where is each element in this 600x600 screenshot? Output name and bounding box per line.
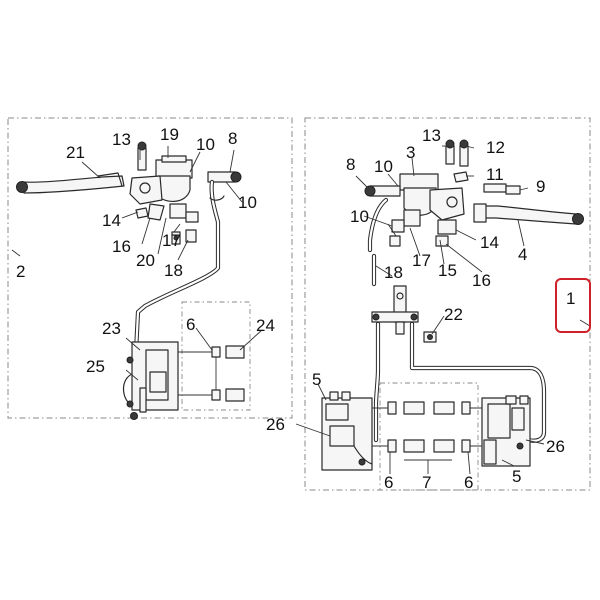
callout-17-left: 17 (162, 231, 181, 250)
callout-19: 19 (160, 125, 179, 144)
callout-10-left-upper: 10 (196, 135, 215, 154)
callout-4: 4 (518, 245, 527, 264)
right-bolts-12-13 (445, 139, 469, 167)
right-bleeder-22 (423, 331, 437, 343)
right-switch-9-11 (453, 171, 521, 195)
callout-6-bottom-right: 6 (464, 473, 473, 492)
callout-14-right: 14 (480, 233, 499, 252)
callout-8-left: 8 (228, 129, 237, 148)
callout-5-left: 5 (312, 370, 321, 389)
callout-23: 23 (102, 319, 121, 338)
right-brake-lever (473, 203, 584, 225)
callout-16-right: 16 (472, 271, 491, 290)
callout-7: 7 (422, 473, 431, 492)
callout-16-left: 16 (112, 237, 131, 256)
callout-20: 20 (136, 251, 155, 270)
right-bolt-set-7 (372, 401, 482, 453)
callout-10-right-upper: 10 (374, 157, 393, 176)
front-right-caliper (481, 395, 531, 467)
left-master-cylinder (129, 155, 193, 221)
leader-lines (11, 145, 591, 475)
callout-24: 24 (256, 316, 275, 335)
callout-25: 25 (86, 357, 105, 376)
right-small-parts-14-16-17 (389, 219, 449, 247)
left-caliper-dashbox (181, 301, 251, 411)
right-master-cylinder (399, 173, 465, 235)
callout-12: 12 (486, 138, 505, 157)
callout-17-right: 17 (412, 251, 431, 270)
left-brake-lever (16, 172, 125, 194)
right-bolt-dashbox (379, 382, 479, 491)
callout-21: 21 (66, 143, 85, 162)
callout-18-right: 18 (384, 263, 403, 282)
callout-9: 9 (536, 177, 545, 196)
callout-11: 11 (486, 165, 504, 184)
right-hose-splitter (371, 285, 419, 335)
callout-3: 3 (406, 143, 415, 162)
callout-13-left: 13 (112, 130, 131, 149)
callout-1: 1 (566, 289, 575, 308)
left-brake-caliper (122, 341, 179, 420)
callout-10-left-lower: 10 (238, 193, 257, 212)
callout-26-left: 26 (266, 415, 285, 434)
callout-26-right: 26 (546, 437, 565, 456)
callout-6-left: 6 (186, 315, 195, 334)
right-banjo-bolt-8 (364, 185, 401, 197)
callout-1-highlight (555, 278, 591, 333)
callout-8-right: 8 (346, 155, 355, 174)
callout-13-right: 13 (422, 126, 441, 145)
callout-10-right-lower: 10 (350, 207, 369, 226)
left-caliper-bolts-6-24 (178, 345, 245, 402)
callout-15: 15 (438, 261, 457, 280)
callout-6-bottom-left: 6 (384, 473, 393, 492)
left-assembly-frame (7, 117, 293, 419)
callout-22: 22 (444, 305, 463, 324)
left-switch-parts-17-18 (171, 211, 199, 245)
callout-14-left: 14 (102, 211, 121, 230)
callout-5-right: 5 (512, 467, 521, 486)
callout-18-left: 18 (164, 261, 183, 280)
front-left-caliper (321, 391, 373, 471)
left-banjo-bolt-8 (207, 171, 242, 183)
right-assembly-frame (304, 117, 591, 491)
callout-2: 2 (16, 262, 25, 281)
